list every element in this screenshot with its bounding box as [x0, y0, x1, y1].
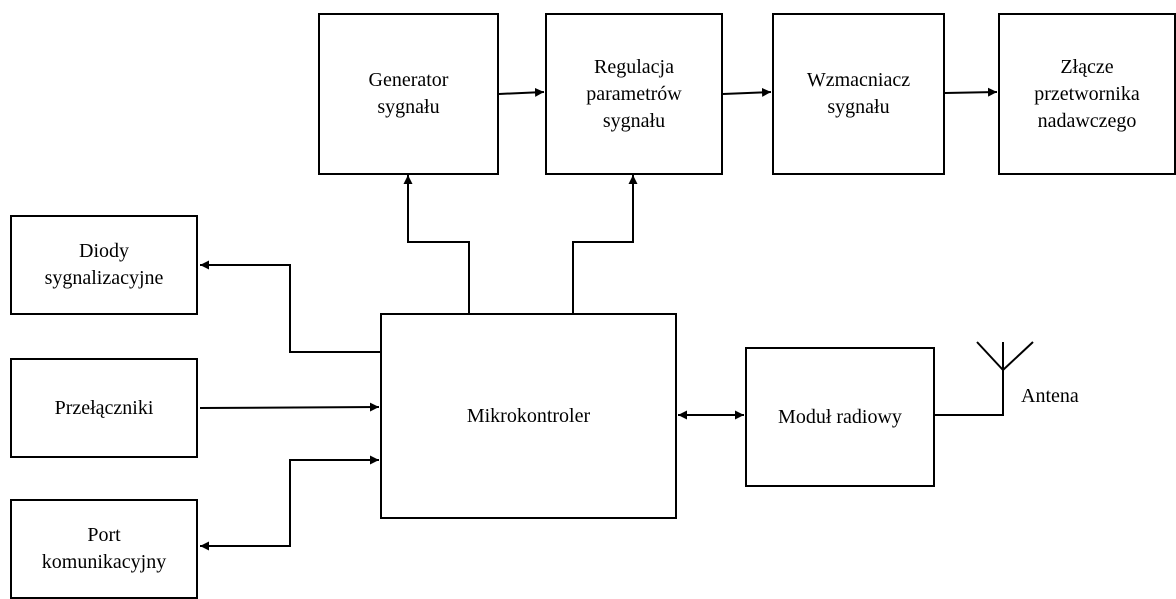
antenna-feed-line — [935, 370, 1004, 416]
block-comm-port: Port komunikacyjny — [10, 499, 198, 599]
arrow-generator-to-regulation — [498, 87, 545, 97]
arrow-mcu-to-regulation — [572, 175, 638, 313]
block-comm-port-label: Port komunikacyjny — [41, 524, 167, 573]
arrow-mcu-to-generator — [403, 175, 470, 313]
antenna-label: Antena — [1021, 385, 1079, 407]
antenna-element-left — [976, 341, 1004, 371]
antenna-element-right — [1002, 341, 1034, 371]
block-diodes: Diody sygnalizacyjne — [10, 215, 198, 315]
arrow-mcu-to-diodes — [200, 260, 380, 353]
block-regulation: Regulacja parametrów sygnału — [545, 13, 723, 175]
block-generator: Generator sygnału — [318, 13, 499, 175]
block-amplifier: Wzmacniacz sygnału — [772, 13, 945, 175]
block-radio: Moduł radiowy — [745, 347, 935, 487]
block-connector: Złącze przetwornika nadawczego — [998, 13, 1176, 175]
block-switches-label: Przełączniki — [54, 396, 154, 419]
block-amplifier-label: Wzmacniacz sygnału — [806, 69, 911, 118]
arrow-regulation-to-amplifier — [722, 87, 772, 97]
arrow-port-mcu-bidirectional — [200, 455, 379, 551]
block-mcu: Mikrokontroler — [380, 313, 677, 519]
block-generator-label: Generator sygnału — [368, 69, 449, 118]
block-diodes-label: Diody sygnalizacyjne — [44, 240, 164, 289]
block-switches: Przełączniki — [10, 358, 198, 458]
arrow-amplifier-to-connector — [944, 87, 998, 97]
block-radio-label: Moduł radiowy — [778, 405, 902, 428]
arrow-switches-to-mcu — [199, 402, 380, 412]
block-regulation-label: Regulacja parametrów sygnału — [586, 55, 682, 132]
block-mcu-label: Mikrokontroler — [466, 404, 591, 427]
block-connector-label: Złącze przetwornika nadawczego — [1034, 55, 1140, 132]
